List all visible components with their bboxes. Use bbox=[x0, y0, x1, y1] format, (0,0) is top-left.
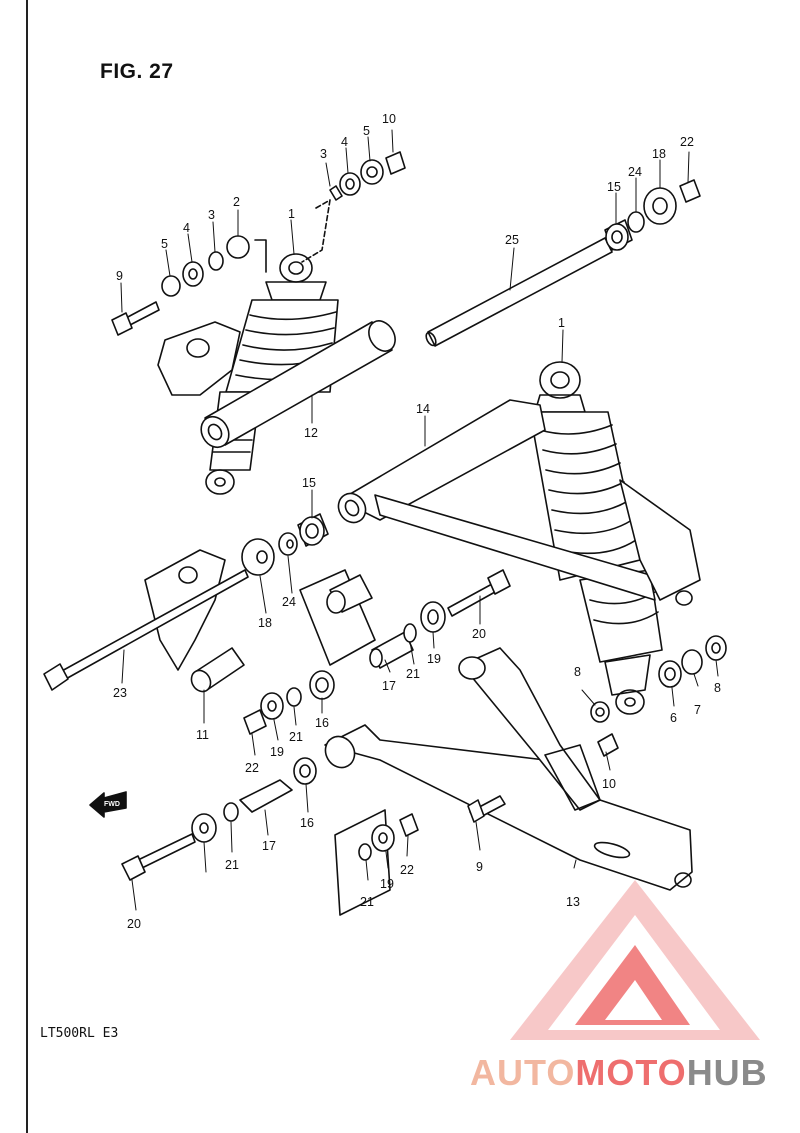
callout-label: 21 bbox=[360, 895, 374, 909]
callout-label: 8 bbox=[714, 681, 721, 695]
callout-label: 14 bbox=[416, 402, 430, 416]
shaft-25 bbox=[425, 237, 613, 347]
callout-label: 5 bbox=[161, 237, 168, 251]
callout-label: 22 bbox=[680, 135, 694, 149]
callout-label: 17 bbox=[382, 679, 396, 693]
callout-label: 2 bbox=[233, 195, 240, 209]
callout-label: 12 bbox=[304, 426, 318, 440]
callout-label: 16 bbox=[315, 716, 329, 730]
callout-label: 7 bbox=[694, 703, 701, 717]
callout-label: 9 bbox=[476, 860, 483, 874]
callout-label: 18 bbox=[258, 616, 272, 630]
callout-label: 22 bbox=[400, 863, 414, 877]
callout-label: 8 bbox=[574, 665, 581, 679]
bolt-20-lower bbox=[121, 802, 239, 881]
washer-set-mid-right bbox=[403, 569, 511, 643]
callout-label: 10 bbox=[382, 112, 396, 126]
callout-label: 4 bbox=[183, 221, 190, 235]
mid-left-bracket bbox=[144, 549, 245, 693]
callout-label: 22 bbox=[245, 761, 259, 775]
callout-label: 9 bbox=[116, 269, 123, 283]
callout-label: 15 bbox=[302, 476, 316, 490]
upper-a-arm-14 bbox=[337, 399, 701, 606]
callout-label: 10 bbox=[602, 777, 616, 791]
lower-mid-fasteners bbox=[334, 795, 506, 916]
watermark-text: AUTOMOTOHUB bbox=[470, 1052, 768, 1094]
callout-label: 18 bbox=[652, 147, 666, 161]
bushing-box-left bbox=[299, 569, 414, 700]
watermark-part-auto: AUTO bbox=[470, 1052, 576, 1093]
lower-left-fasteners bbox=[239, 687, 317, 813]
callout-label: 25 bbox=[505, 233, 519, 247]
fwd-label: FWD bbox=[104, 801, 120, 808]
figure-title: FIG. 27 bbox=[100, 60, 174, 83]
right-bushings bbox=[590, 635, 727, 757]
callout-label: 20 bbox=[127, 917, 141, 931]
cross-tube-12 bbox=[200, 320, 396, 449]
lower-a-arm-13 bbox=[324, 647, 693, 891]
callout-label: 24 bbox=[628, 165, 642, 179]
callout-label: 16 bbox=[300, 816, 314, 830]
callout-label: 21 bbox=[289, 730, 303, 744]
callout-label: 6 bbox=[670, 711, 677, 725]
callout-label: 19 bbox=[380, 877, 394, 891]
callout-label: 20 bbox=[472, 627, 486, 641]
watermark-part-moto: MOTO bbox=[575, 1052, 687, 1093]
callout-label: 1 bbox=[288, 207, 295, 221]
callout-label: 1 bbox=[558, 316, 565, 330]
bushing-set-mid bbox=[241, 513, 329, 576]
callout-label: 3 bbox=[208, 208, 215, 222]
callout-label: 24 bbox=[282, 595, 296, 609]
callout-label: 21 bbox=[406, 667, 420, 681]
leader-lines bbox=[120, 129, 719, 911]
callout-label: 19 bbox=[270, 745, 284, 759]
callout-label: 13 bbox=[566, 895, 580, 909]
upper-left-fasteners bbox=[111, 151, 406, 336]
callout-label: 11 bbox=[196, 728, 209, 742]
watermark-part-hub: HUB bbox=[686, 1052, 768, 1093]
callout-label: 4 bbox=[341, 135, 348, 149]
callout-label: 3 bbox=[320, 147, 327, 161]
callout-label: 5 bbox=[363, 124, 370, 138]
callout-label: 21 bbox=[225, 858, 239, 872]
callout-label: 19 bbox=[427, 652, 441, 666]
fwd-arrow-icon bbox=[89, 791, 127, 818]
left-border-line bbox=[26, 0, 28, 1133]
callout-label: 17 bbox=[262, 839, 276, 853]
long-bolt-23 bbox=[43, 569, 249, 691]
callout-label: 15 bbox=[607, 180, 621, 194]
callout-label: 23 bbox=[113, 686, 127, 700]
upper-left-bracket bbox=[157, 321, 241, 396]
watermark-logo-mark bbox=[510, 880, 760, 1040]
upper-right-bushings bbox=[604, 179, 701, 251]
model-code: LT500RL E3 bbox=[40, 1026, 119, 1041]
